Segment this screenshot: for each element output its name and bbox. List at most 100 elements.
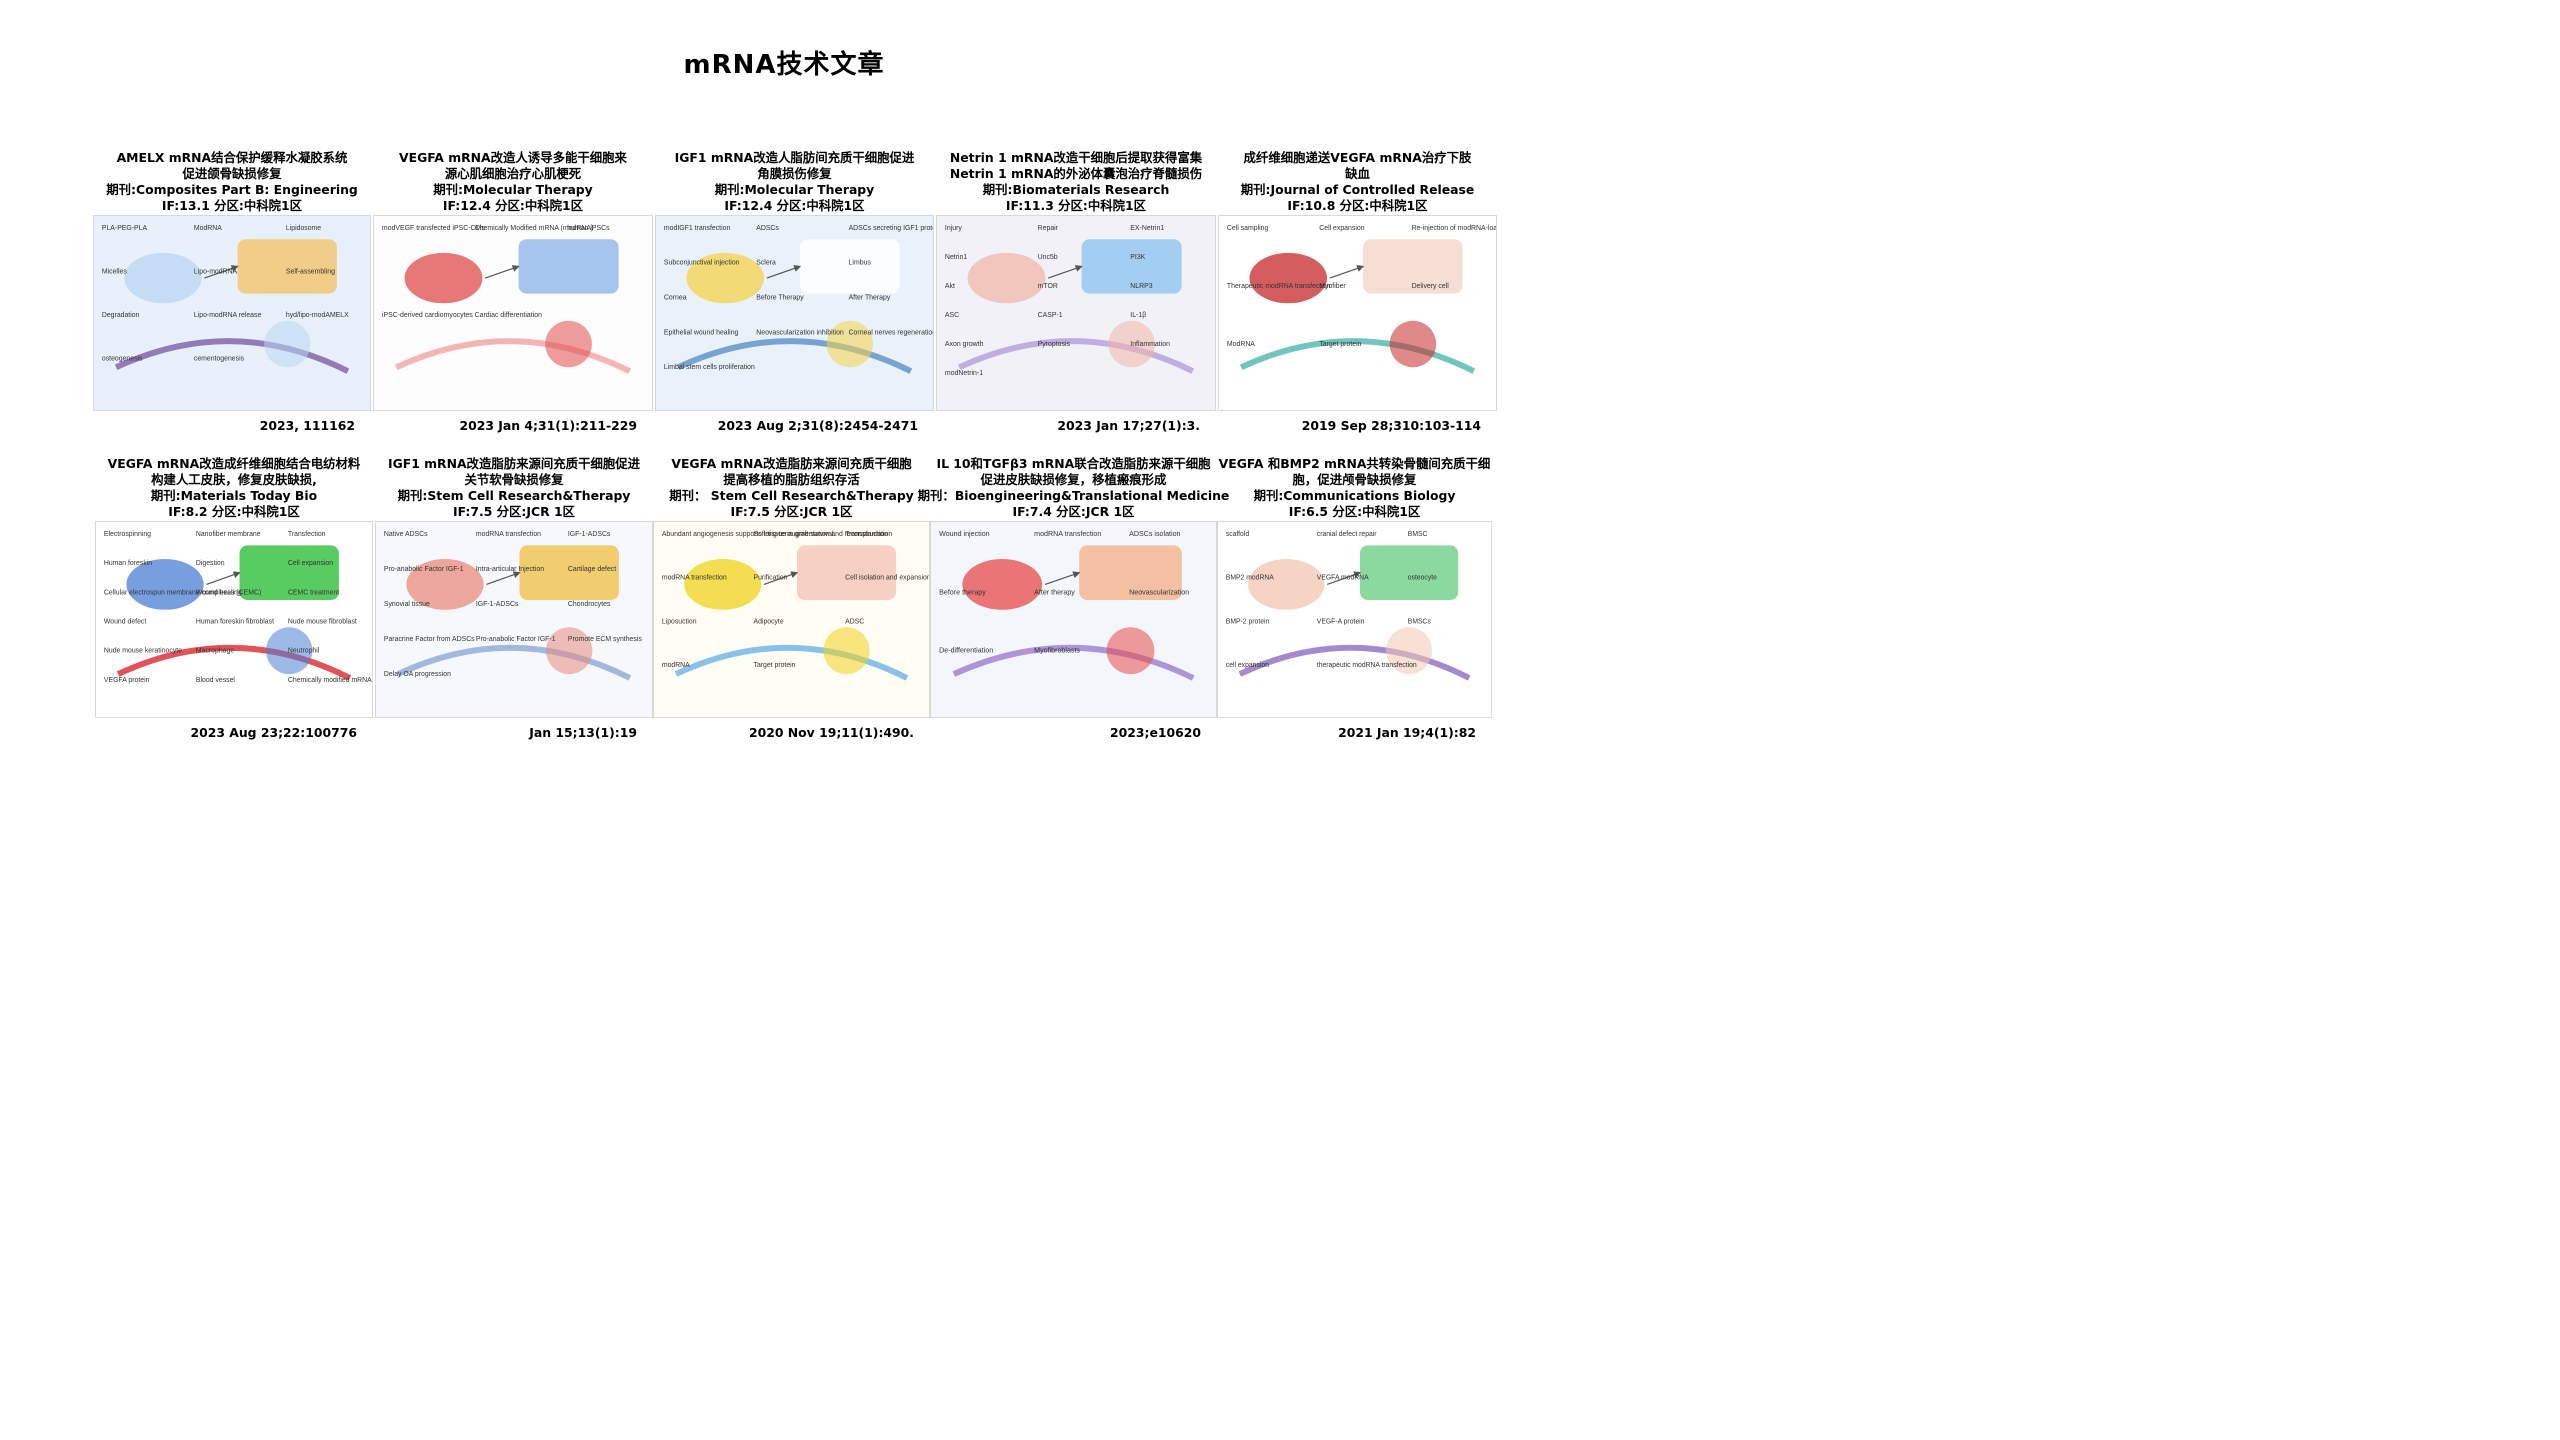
figure-label: Delay OA progression [384,671,451,678]
figure-arrow [1329,265,1365,279]
figure-label: cell expansion [1226,662,1269,669]
figure-label: Re-injection of modRNA-loaded cells [1412,225,1496,232]
citation: 2023 Aug 23;22:100776 [190,725,357,740]
figure-arrow [1327,571,1362,585]
figure-label: BMSC [1408,531,1428,538]
figure-label: modRNA [662,662,690,669]
figure-label: Chondrocytes [568,601,611,608]
figure-label: Akt [945,283,955,290]
figure-label: ASC [945,312,959,319]
figure-label: modRNA transfection [662,575,727,582]
figure-label: PLA-PEG-PLA [102,225,148,232]
figure-label: hyd/lipo-modAMELX [286,312,349,319]
figure-label: Netrin1 [945,254,967,261]
article-card[interactable]: VEGFA 和BMP2 mRNA共转染骨髓间充质干细胞，促进颅骨缺损修复期刊:C… [1217,456,1492,740]
figure-label: Cartilage defect [568,566,616,573]
figure-shape [800,239,900,294]
figure-label: cementogenesis [194,355,245,362]
figure-label: Wound defect [104,618,146,625]
article-card[interactable]: AMELX mRNA结合保护缓释水凝胶系统促进颌骨缺损修复期刊:Composit… [93,150,371,433]
figure-label: De-differentiation [939,648,993,655]
figure-label: Intra-articular Injection [476,566,544,573]
article-card[interactable]: 成纤维细胞递送VEGFA mRNA治疗下肢缺血期刊:Journal of Con… [1218,150,1497,433]
figure-label: Purification [754,575,788,582]
figure-label: CASP-1 [1038,312,1063,319]
figure-shape [1248,559,1325,610]
figure-shape [1239,338,1476,374]
impact-factor-line: IF:10.8 分区:中科院1区 [1287,198,1428,213]
figure-shape [684,559,762,610]
citation: 2023 Aug 2;31(8):2454-2471 [717,418,918,433]
impact-factor-line: IF:12.4 分区:中科院1区 [442,198,584,213]
figure-label: Liposuction [662,618,697,625]
figure-label: Limbal stem cells proliferation [664,364,755,371]
journal-line: 期刊:Materials Today Bio [150,488,318,503]
graphical-abstract: Abundant angiogenesis supports long-term… [653,521,930,718]
journal-line: 期刊:Journal of Controlled Release [1240,182,1475,197]
figure-shape [266,627,313,675]
figure-label: Sclera [756,260,776,267]
figure-label: Paracrine Factor from ADSCs [384,636,475,643]
article-title-line: IL 10和TGFβ3 mRNA联合改造脂肪来源干细胞 [936,456,1211,471]
figure-shape [1386,627,1433,675]
journal-line: 期刊：Bioengineering&Translational Medicine [917,488,1230,503]
journal-line: 期刊:Composites Part B: Engineering [106,182,358,197]
figure-label: Synovial tissue [384,601,430,608]
figure-label: Cardiac differentiation [475,312,542,319]
figure-shape [1363,239,1463,294]
figure-label: ADSCs isolation [1129,531,1180,538]
article-heading: AMELX mRNA结合保护缓释水凝胶系统促进颌骨缺损修复期刊:Composit… [73,150,391,214]
article-card[interactable]: IGF1 mRNA改造脂肪来源间充质干细胞促进关节软骨缺损修复期刊:Stem C… [375,456,653,740]
figure-label: Nude mouse fibroblast [288,618,357,625]
figure-label: Myofibroblasts [1034,648,1080,655]
article-card[interactable]: IGF1 mRNA改造人脂肪间充质干细胞促进角膜损伤修复期刊:Molecular… [655,150,934,433]
figure-label: Digestion [196,560,225,567]
article-title-line: 源心肌细胞治疗心肌梗死 [444,166,582,181]
figure-label: Before Therapy [756,295,804,302]
figure-label: Target protein [1319,341,1361,348]
article-title-line: AMELX mRNA结合保护缓释水凝胶系统 [116,150,348,165]
impact-factor-line: IF:8.2 分区:中科院1区 [168,504,300,519]
figure-label: modVEGF transfected iPSC-CMs [382,225,485,232]
figure-label: Chemically modified mRNA (VEGFA) [288,677,372,684]
figure-label: modRNA transfection [476,531,541,538]
article-heading: VEGFA 和BMP2 mRNA共转染骨髓间充质干细胞，促进颅骨缺损修复期刊:C… [1197,456,1512,520]
figure-shape [518,239,619,294]
article-card[interactable]: VEGFA mRNA改造成纤维细胞结合电纺材料构建人工皮肤，修复皮肤缺损,期刊:… [95,456,373,740]
impact-factor-line: IF:7.5 分区:JCR 1区 [453,504,575,519]
figure-label: modIGF1 transfection [664,225,731,232]
figure-label: Epithelial wound healing [664,329,739,336]
citation: Jan 15;13(1):19 [529,725,637,740]
figure-label: BMP-2 protein [1226,618,1270,625]
article-title-line: 胞，促进颅骨缺损修复 [1292,472,1417,487]
article-title-line: Netrin 1 mRNA改造干细胞后提取获得富集 [949,150,1203,165]
figure-label: Transfection [288,531,326,538]
figure-label: Pro-anabolic Factor IGF-1 [476,636,556,643]
figure-label: Nanofiber membrane [196,531,261,538]
figure-shape [545,320,592,368]
figure-shape [952,644,1195,681]
figure-label: Human foreskin [104,560,152,567]
figure-label: Axon growth [945,341,984,348]
figure-shape [1359,545,1459,600]
figure-label: Subconjunctival injection [664,260,740,267]
figure-label: EX-Netrin1 [1130,225,1164,232]
figure-label: IGF-1-ADSCs [568,531,611,538]
article-card[interactable]: IL 10和TGFβ3 mRNA联合改造脂肪来源干细胞促进皮肤缺损修复，移植瘢痕… [918,456,1230,740]
impact-factor-line: IF:12.4 分区:中科院1区 [724,198,865,213]
citation: 2021 Jan 19;4(1):82 [1338,725,1476,740]
article-card[interactable]: VEGFA mRNA改造脂肪来源间充质干细胞提高移植的脂肪组织存活期刊： Ste… [653,456,930,740]
impact-factor-line: IF:7.4 分区:JCR 1区 [1012,504,1135,519]
figure-shape [823,627,870,675]
article-card[interactable]: VEGFA mRNA改造人诱导多能干细胞来源心肌细胞治疗心肌梗死期刊:Molec… [373,150,653,433]
article-title-line: IGF1 mRNA改造脂肪来源间充质干细胞促进 [387,456,641,471]
figure-shape [404,252,483,304]
